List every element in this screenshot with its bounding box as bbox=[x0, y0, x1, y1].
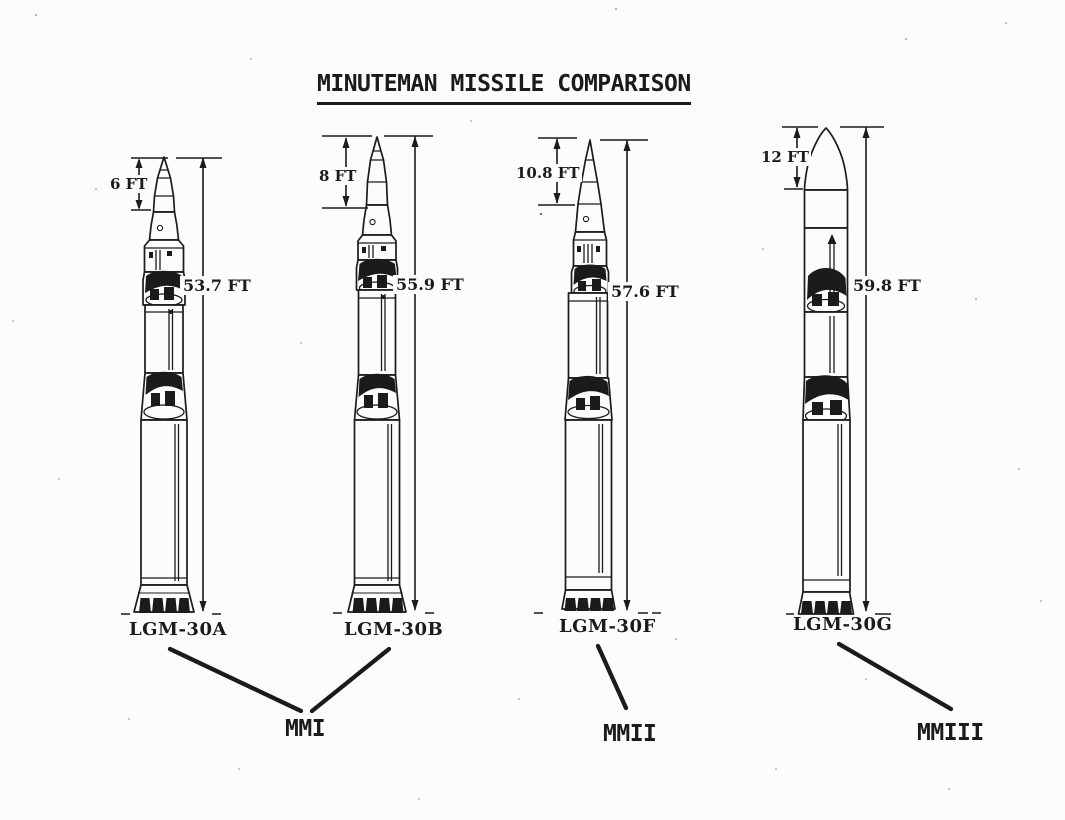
nose-length-label-lgm-30b: 8 FT bbox=[317, 167, 359, 185]
designation-label-lgm-30b: LGM-30B bbox=[344, 619, 444, 640]
dimension-lines-lgm-30f bbox=[534, 137, 661, 614]
family-label-mmi: MMI bbox=[285, 716, 326, 742]
designation-label-lgm-30g: LGM-30G bbox=[793, 614, 893, 635]
designation-label-lgm-30a: LGM-30A bbox=[129, 619, 227, 640]
missile-drawing-lgm-30g bbox=[797, 127, 855, 615]
leader-line-lgm-30b-to-mmi bbox=[309, 646, 392, 714]
total-height-label-lgm-30g: 59.8 FT bbox=[850, 276, 924, 295]
dimension-lines-lgm-30a bbox=[121, 157, 222, 615]
nose-length-label-lgm-30f: 10.8 FT bbox=[514, 164, 582, 182]
diagram-title: MINUTEMAN MISSILE COMPARISON bbox=[317, 71, 691, 105]
leader-line-lgm-30g-to-mmiii bbox=[836, 641, 954, 712]
designation-label-lgm-30f: LGM-30F bbox=[559, 616, 656, 637]
leader-line-lgm-30a-to-mmi bbox=[167, 646, 304, 714]
missile-drawing-lgm-30b bbox=[347, 136, 407, 613]
family-label-mmii: MMII bbox=[603, 721, 657, 747]
nose-length-label-lgm-30a: 6 FT bbox=[108, 175, 150, 193]
leader-lines bbox=[167, 641, 954, 714]
nose-length-label-lgm-30g: 12 FT bbox=[759, 148, 811, 166]
missile-drawing-lgm-30f bbox=[561, 139, 616, 611]
leader-line-lgm-30f-to-mmii bbox=[595, 643, 629, 711]
dimension-lines-lgm-30g bbox=[782, 126, 891, 615]
total-height-label-lgm-30f: 57.6 FT bbox=[608, 282, 682, 301]
total-height-label-lgm-30b: 55.9 FT bbox=[393, 275, 467, 294]
family-label-mmiii: MMIII bbox=[917, 720, 984, 746]
missile-drawing-lgm-30a bbox=[133, 156, 195, 613]
total-height-label-lgm-30a: 53.7 FT bbox=[180, 276, 254, 295]
